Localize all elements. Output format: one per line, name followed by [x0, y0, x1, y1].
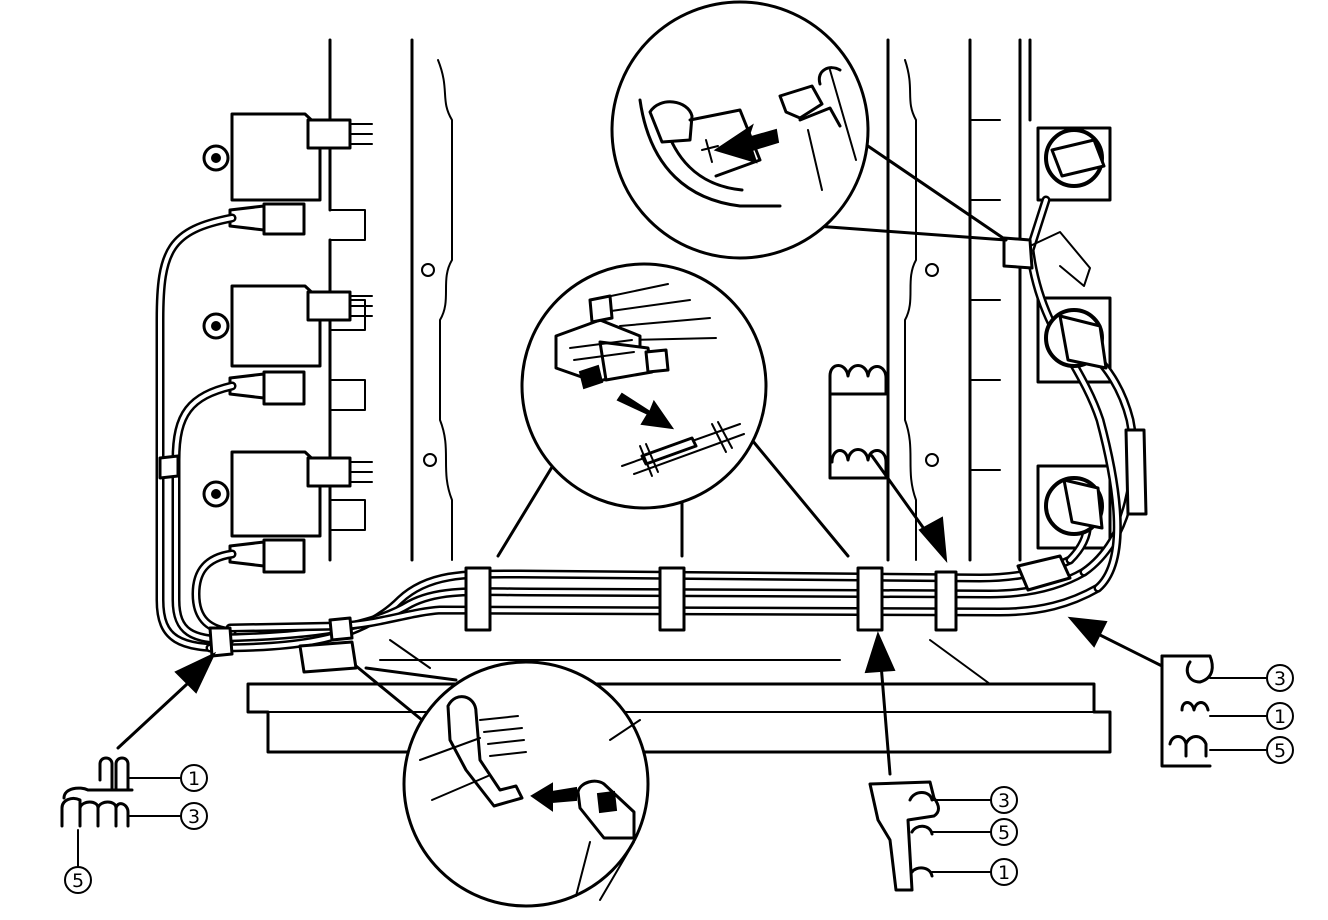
callout-bottom-1: 1: [990, 858, 1018, 886]
callout-right-1: 1: [1266, 702, 1294, 730]
cord-clamp-upper: [828, 364, 888, 480]
right-plug-boots: [1002, 128, 1108, 536]
harness-clamps: [158, 454, 1072, 674]
svg-text:5: 5: [998, 822, 1010, 844]
svg-text:1: 1: [1274, 706, 1286, 728]
svg-text:5: 5: [1274, 740, 1286, 762]
spark-plug-boot: [228, 202, 306, 574]
cord-clamp-left: [60, 756, 181, 869]
high-tension-cords: [155, 195, 1148, 653]
callout-left-1: 1: [180, 764, 208, 792]
svg-text:5: 5: [72, 870, 84, 892]
callout-right-3: 3: [1266, 664, 1294, 692]
svg-text:3: 3: [188, 806, 200, 828]
magnifier-circle-center: [496, 262, 850, 558]
callout-bottom-3: 3: [990, 786, 1018, 814]
svg-text:1: 1: [188, 768, 200, 790]
callout-bottom-5: 5: [990, 818, 1018, 846]
magnifier-circle-top: [610, 0, 1008, 260]
callout-left-3: 3: [180, 802, 208, 830]
callout-right-5: 5: [1266, 736, 1294, 764]
ignition-coil-3: [202, 450, 373, 538]
svg-text:3: 3: [1274, 668, 1286, 690]
svg-text:3: 3: [998, 790, 1010, 812]
svg-text:1: 1: [998, 862, 1010, 884]
engine-block: [246, 38, 1112, 754]
arrow-icon: [116, 454, 1164, 776]
magnifier-circle-bottom: [354, 660, 650, 908]
cord-clamp-bottom: [868, 780, 991, 892]
ignition-coil-2: [202, 284, 373, 368]
callout-left-5: 5: [64, 866, 92, 894]
ignition-coil-1: [202, 112, 373, 202]
cord-clamp-right: [1160, 654, 1267, 768]
